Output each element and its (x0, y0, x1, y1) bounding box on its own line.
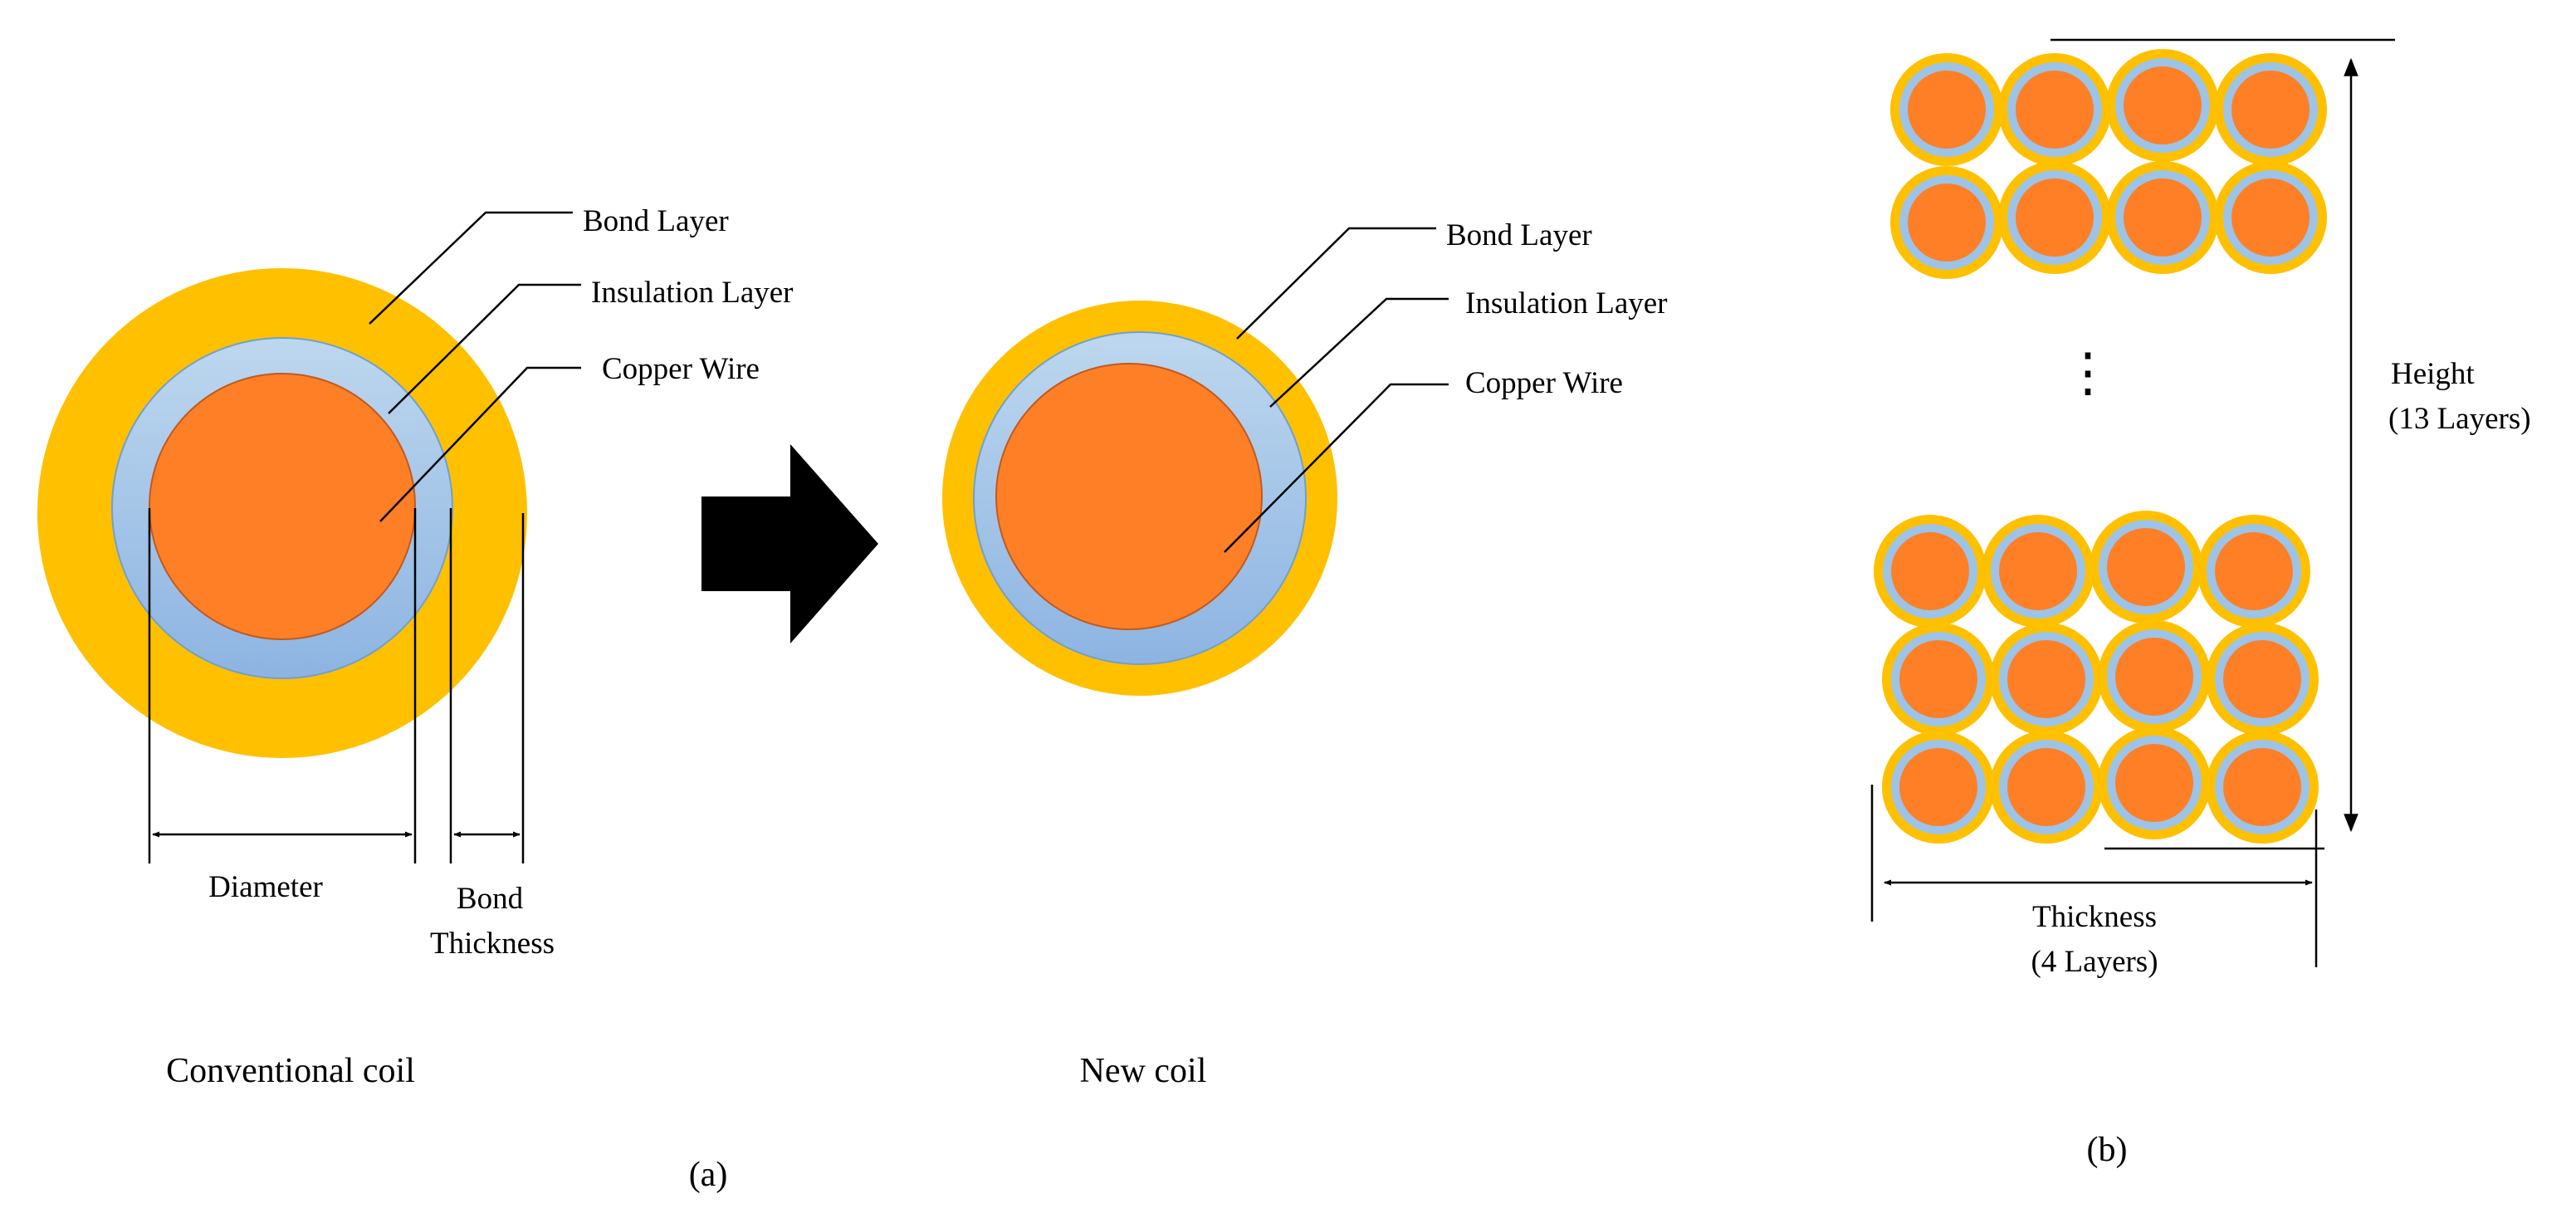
conventional-bond-label: Bond Layer (583, 204, 729, 238)
stack-top-rows (1890, 49, 2327, 279)
conventional-insulation-leader (388, 283, 581, 414)
wire-copper-core (1908, 183, 1986, 262)
stack-wire-top-r1-c4 (2214, 53, 2327, 166)
thickness-label-line1: Thickness (2032, 900, 2157, 934)
stack-wire-bottom-r3-c2 (1990, 731, 2103, 844)
stack-bottom-rows (1874, 511, 2319, 844)
height-label-line1: Height (2391, 357, 2475, 391)
diameter-label: Diameter (208, 870, 323, 904)
height-label-line2: (13 Layers) (2388, 402, 2531, 436)
stack-wire-bottom-r3-c1 (1882, 731, 1995, 844)
wire-copper-core (1891, 532, 1969, 610)
stack-wire-bottom-r1-c1 (1874, 515, 1987, 628)
thickness-label-line2: (4 Layers) (2031, 945, 2158, 979)
wire-copper-core (2007, 640, 2085, 718)
stack-wire-bottom-r1-c3 (2090, 511, 2202, 624)
stack-wire-top-r1-c2 (1998, 53, 2111, 166)
bond-thickness-label-line1: Bond (457, 882, 524, 916)
wire-copper-core (2107, 528, 2185, 606)
wire-copper-core (2124, 66, 2202, 144)
wire-copper-core (1899, 640, 1977, 718)
wire-copper-core (2124, 179, 2202, 257)
wire-copper-core (2007, 748, 2085, 826)
bond-thickness-label-line2: Thickness (430, 927, 555, 961)
conventional-copper-wire (149, 373, 416, 640)
continuation-dots: ⋮ (2061, 343, 2114, 402)
wire-copper-core (2223, 748, 2301, 826)
new-bond-leader (1236, 227, 1436, 340)
conventional-leader-lines (369, 211, 581, 522)
conventional-dimension-lines (148, 508, 525, 863)
new-copper-label: Copper Wire (1465, 366, 1623, 400)
new-insulation-leader (1269, 297, 1449, 408)
new-coil-cross-section (942, 301, 1337, 696)
stack-wire-top-r2-c4 (2214, 161, 2327, 274)
conventional-bond-leader (369, 211, 573, 325)
wire-copper-core (1999, 532, 2077, 610)
stack-wire-bottom-r3-c4 (2206, 731, 2319, 844)
stack-wire-bottom-r1-c2 (1982, 515, 2095, 628)
stack-wire-top-r2-c3 (2106, 161, 2219, 274)
new-coil-caption: New coil (1080, 1052, 1207, 1090)
panel-a-label: (a) (689, 1156, 728, 1194)
wire-copper-core (2115, 638, 2193, 716)
thickness-dimension (1870, 785, 2318, 967)
wire-copper-core (1899, 748, 1977, 826)
stack-wire-bottom-r3-c3 (2098, 726, 2211, 839)
conventional-coil-cross-section (37, 268, 527, 758)
stack-wire-bottom-r2-c2 (1990, 623, 2103, 736)
stack-wire-top-r1-c1 (1890, 53, 2003, 166)
height-dimension (2051, 38, 2395, 850)
wire-copper-core (2115, 744, 2193, 822)
conventional-copper-label: Copper Wire (602, 352, 760, 386)
conventional-insulation-label: Insulation Layer (591, 276, 794, 310)
new-copper-leader (1224, 383, 1449, 553)
stack-wire-bottom-r2-c1 (1882, 623, 1995, 736)
wire-copper-core (2231, 179, 2310, 257)
wire-copper-core (2223, 640, 2301, 718)
wire-copper-core (2016, 179, 2094, 257)
stack-wire-top-r2-c2 (1998, 161, 2111, 274)
stack-wire-top-r1-c3 (2106, 49, 2219, 162)
wire-copper-core (1908, 71, 1986, 149)
wire-copper-core (2016, 71, 2094, 149)
wire-copper-core (2215, 532, 2293, 610)
right-arrow-icon (701, 444, 878, 643)
stack-wire-top-r2-c1 (1890, 166, 2003, 279)
stack-wire-bottom-r1-c4 (2197, 515, 2310, 628)
new-leader-lines (1224, 227, 1449, 553)
conventional-copper-leader (379, 366, 581, 522)
wire-copper-core (2231, 71, 2310, 149)
new-copper-wire (995, 363, 1263, 630)
new-insulation-label: Insulation Layer (1465, 286, 1668, 320)
stack-wire-bottom-r2-c4 (2206, 623, 2319, 736)
new-bond-label: Bond Layer (1446, 218, 1592, 252)
conventional-coil-caption: Conventional coil (166, 1052, 415, 1090)
panel-b-label: (b) (2087, 1131, 2128, 1169)
stack-wire-bottom-r2-c3 (2098, 620, 2211, 733)
